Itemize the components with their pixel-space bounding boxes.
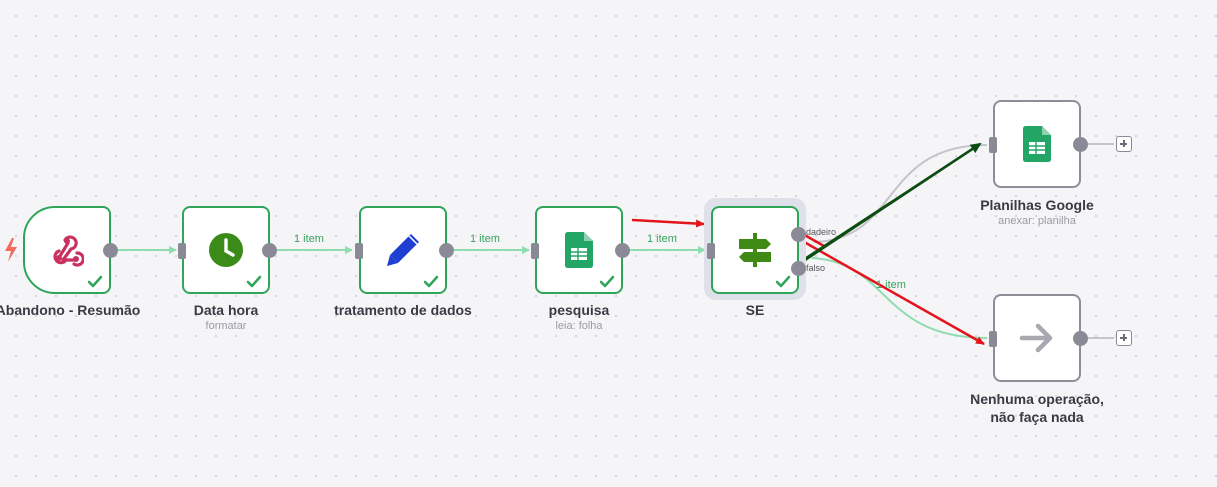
success-check-icon [599, 275, 615, 288]
annotation-red-arrow-top [631, 218, 705, 228]
output-handle-true[interactable] [791, 227, 806, 242]
output-handle[interactable] [1073, 137, 1088, 152]
node-label: Abandono - Resumão [0, 302, 141, 318]
output-handle[interactable] [1073, 331, 1088, 346]
node-label: Planilhas Google [980, 197, 1094, 213]
edge-item-count: 1 item [647, 233, 677, 245]
output-handle[interactable] [439, 243, 454, 258]
output-handle[interactable] [615, 243, 630, 258]
success-check-icon [423, 275, 439, 288]
connection-if-true-sheets [813, 144, 988, 243]
branch-label-true: dadeiro [806, 227, 837, 237]
node-datetime[interactable] [178, 206, 277, 294]
node-if[interactable] [707, 206, 806, 294]
webhook-icon [47, 230, 87, 270]
success-check-icon [87, 275, 103, 288]
node-label: Data hora [193, 302, 259, 318]
node-sublabel: anexar: planilha [998, 215, 1076, 227]
edge-item-count: 1 item [294, 233, 324, 245]
google-sheets-icon [559, 230, 599, 270]
arrow-right-icon [1017, 318, 1057, 358]
input-handle[interactable] [531, 243, 539, 259]
output-handle[interactable] [262, 243, 277, 258]
add-node-button[interactable] [1116, 330, 1132, 346]
signpost-icon [735, 230, 775, 270]
node-sublabel: leia: folha [555, 320, 603, 332]
node-label: SE [745, 302, 765, 318]
node-label: Nenhuma operação, não faça nada [970, 391, 1104, 425]
output-handle-false[interactable] [791, 261, 806, 276]
edge-item-count: 1 item [470, 233, 500, 245]
google-sheets-icon [1017, 124, 1057, 164]
input-handle[interactable] [989, 137, 997, 153]
node-webhook[interactable] [23, 206, 118, 294]
trigger-bolt-icon [4, 238, 18, 262]
pencil-icon [383, 230, 423, 270]
branch-label-false: falso [806, 263, 826, 273]
input-handle[interactable] [989, 331, 997, 347]
node-google-sheets[interactable] [989, 100, 1088, 188]
node-noop[interactable] [989, 294, 1088, 382]
success-check-icon [775, 275, 791, 288]
input-handle[interactable] [355, 243, 363, 259]
clock-icon [206, 230, 246, 270]
node-set[interactable] [355, 206, 454, 294]
edge-item-count: 1 item [876, 279, 906, 291]
input-handle[interactable] [178, 243, 186, 259]
add-node-button[interactable] [1116, 136, 1132, 152]
success-check-icon [246, 275, 262, 288]
node-label: tratamento de dados [334, 302, 472, 318]
node-search[interactable] [531, 206, 630, 294]
input-handle[interactable] [707, 243, 715, 259]
node-label: pesquisa [548, 302, 610, 318]
output-handle[interactable] [103, 243, 118, 258]
connection-if-false-noop [811, 257, 988, 339]
node-sublabel: formatar [205, 320, 247, 332]
